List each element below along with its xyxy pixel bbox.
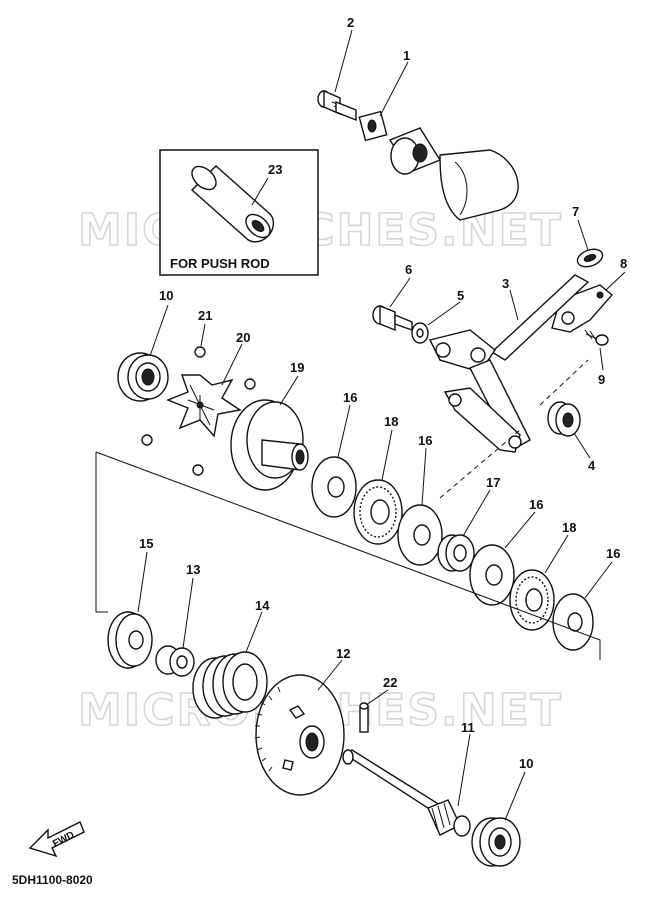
fwd-arrow-icon: FWD xyxy=(28,821,85,858)
inset-label: FOR PUSH ROD xyxy=(170,256,270,271)
collar-part-17[interactable] xyxy=(437,534,475,572)
callout-19: 19 xyxy=(290,360,304,375)
lever-part-8[interactable] xyxy=(551,284,614,333)
callout-17: 17 xyxy=(486,475,500,490)
gear-part-12[interactable] xyxy=(254,674,345,796)
callout-12: 12 xyxy=(336,646,350,661)
washer-part-5[interactable] xyxy=(411,322,429,344)
screw-part-9[interactable] xyxy=(584,329,609,346)
callout-20: 20 xyxy=(236,330,250,345)
bearing-part-10-top[interactable] xyxy=(117,352,169,402)
callout-13: 13 xyxy=(186,562,200,577)
washer-part-16-a[interactable] xyxy=(311,456,357,518)
fwd-label: FWD xyxy=(51,830,76,850)
bushing-part-7[interactable] xyxy=(575,246,605,270)
washer-part-16-c[interactable] xyxy=(469,544,515,606)
callout-1: 1 xyxy=(403,48,410,63)
push-rod-part-23[interactable] xyxy=(188,162,275,243)
collar-part-4[interactable] xyxy=(547,401,581,437)
cylinder-end xyxy=(388,127,519,221)
callout-8: 8 xyxy=(620,256,627,271)
callout-18-b: 18 xyxy=(562,520,576,535)
diagram-code: 5DH1100-8020 xyxy=(12,873,93,887)
thrust-bearing-part-18-b[interactable] xyxy=(509,569,555,631)
spacer-part-1[interactable] xyxy=(358,110,388,142)
callout-16-c: 16 xyxy=(529,497,543,512)
callout-4: 4 xyxy=(588,458,596,473)
callout-16-b: 16 xyxy=(418,433,432,448)
callout-16-d: 16 xyxy=(606,546,620,561)
callout-14: 14 xyxy=(255,598,270,613)
pin-part-22[interactable] xyxy=(359,702,369,733)
collar-part-13[interactable] xyxy=(155,645,195,677)
bolt-part-2[interactable] xyxy=(317,89,357,122)
callout-22: 22 xyxy=(383,675,397,690)
callout-16-a: 16 xyxy=(343,390,357,405)
push-rod-inset: 23 FOR PUSH ROD xyxy=(159,149,319,276)
lever-arm-part-3[interactable] xyxy=(428,274,590,453)
callout-9: 9 xyxy=(598,372,605,387)
cam-plate-part-19[interactable] xyxy=(230,399,309,491)
bearing-part-10-bottom[interactable] xyxy=(471,817,521,867)
callout-23: 23 xyxy=(268,162,282,177)
callout-5: 5 xyxy=(457,288,464,303)
spring-part-14[interactable] xyxy=(192,651,268,719)
washer-part-16-d[interactable] xyxy=(552,593,594,651)
thrust-bearing-part-18-a[interactable] xyxy=(353,479,403,545)
callout-15: 15 xyxy=(139,536,153,551)
callout-6: 6 xyxy=(405,262,412,277)
callout-10-top: 10 xyxy=(159,288,173,303)
callout-18-a: 18 xyxy=(384,414,398,429)
callout-3: 3 xyxy=(502,276,509,291)
callout-7: 7 xyxy=(572,204,579,219)
washer-part-16-b[interactable] xyxy=(397,504,443,566)
balls-part-21[interactable] xyxy=(141,346,256,476)
callout-11: 11 xyxy=(461,720,475,735)
callout-21: 21 xyxy=(198,308,212,323)
callout-2: 2 xyxy=(347,15,354,30)
bolt-part-6[interactable] xyxy=(372,304,413,332)
cam-part-20[interactable] xyxy=(166,374,242,438)
callout-10-bottom: 10 xyxy=(519,756,533,771)
washer-part-15[interactable] xyxy=(107,611,153,669)
shaft-part-11[interactable] xyxy=(342,749,471,837)
